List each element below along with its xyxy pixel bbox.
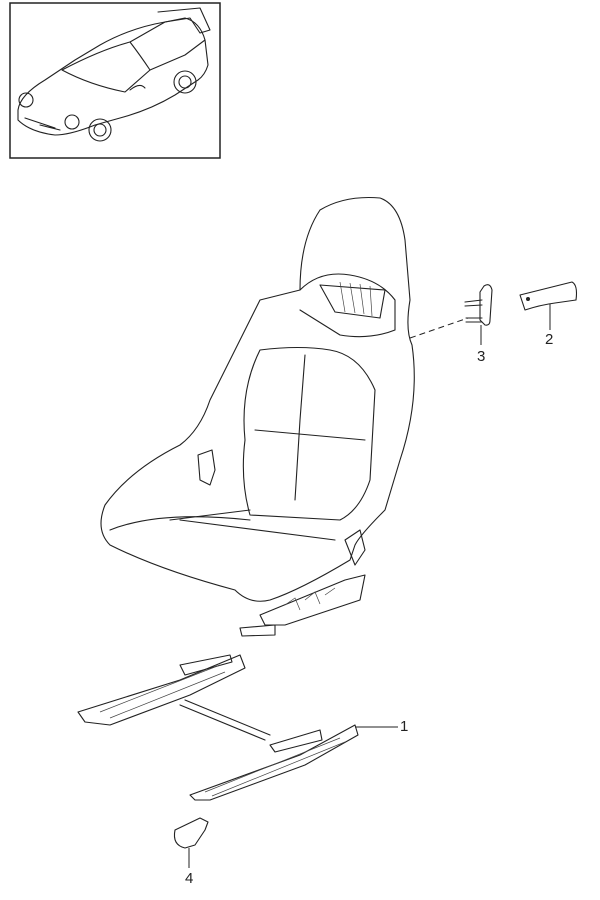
part-2-cap[interactable] <box>519 281 578 330</box>
seat-assembly[interactable] <box>100 196 415 637</box>
callout-4[interactable]: 4 <box>185 870 194 887</box>
callout-3[interactable]: 3 <box>477 348 486 365</box>
callout-1[interactable]: 1 <box>400 718 409 735</box>
callout-2[interactable]: 2 <box>545 331 554 348</box>
part-3-clip[interactable] <box>464 284 493 345</box>
part-1-seat-rails[interactable] <box>77 654 398 801</box>
part-4-trim-cover[interactable] <box>173 817 209 868</box>
vehicle-thumbnail[interactable] <box>9 2 221 159</box>
